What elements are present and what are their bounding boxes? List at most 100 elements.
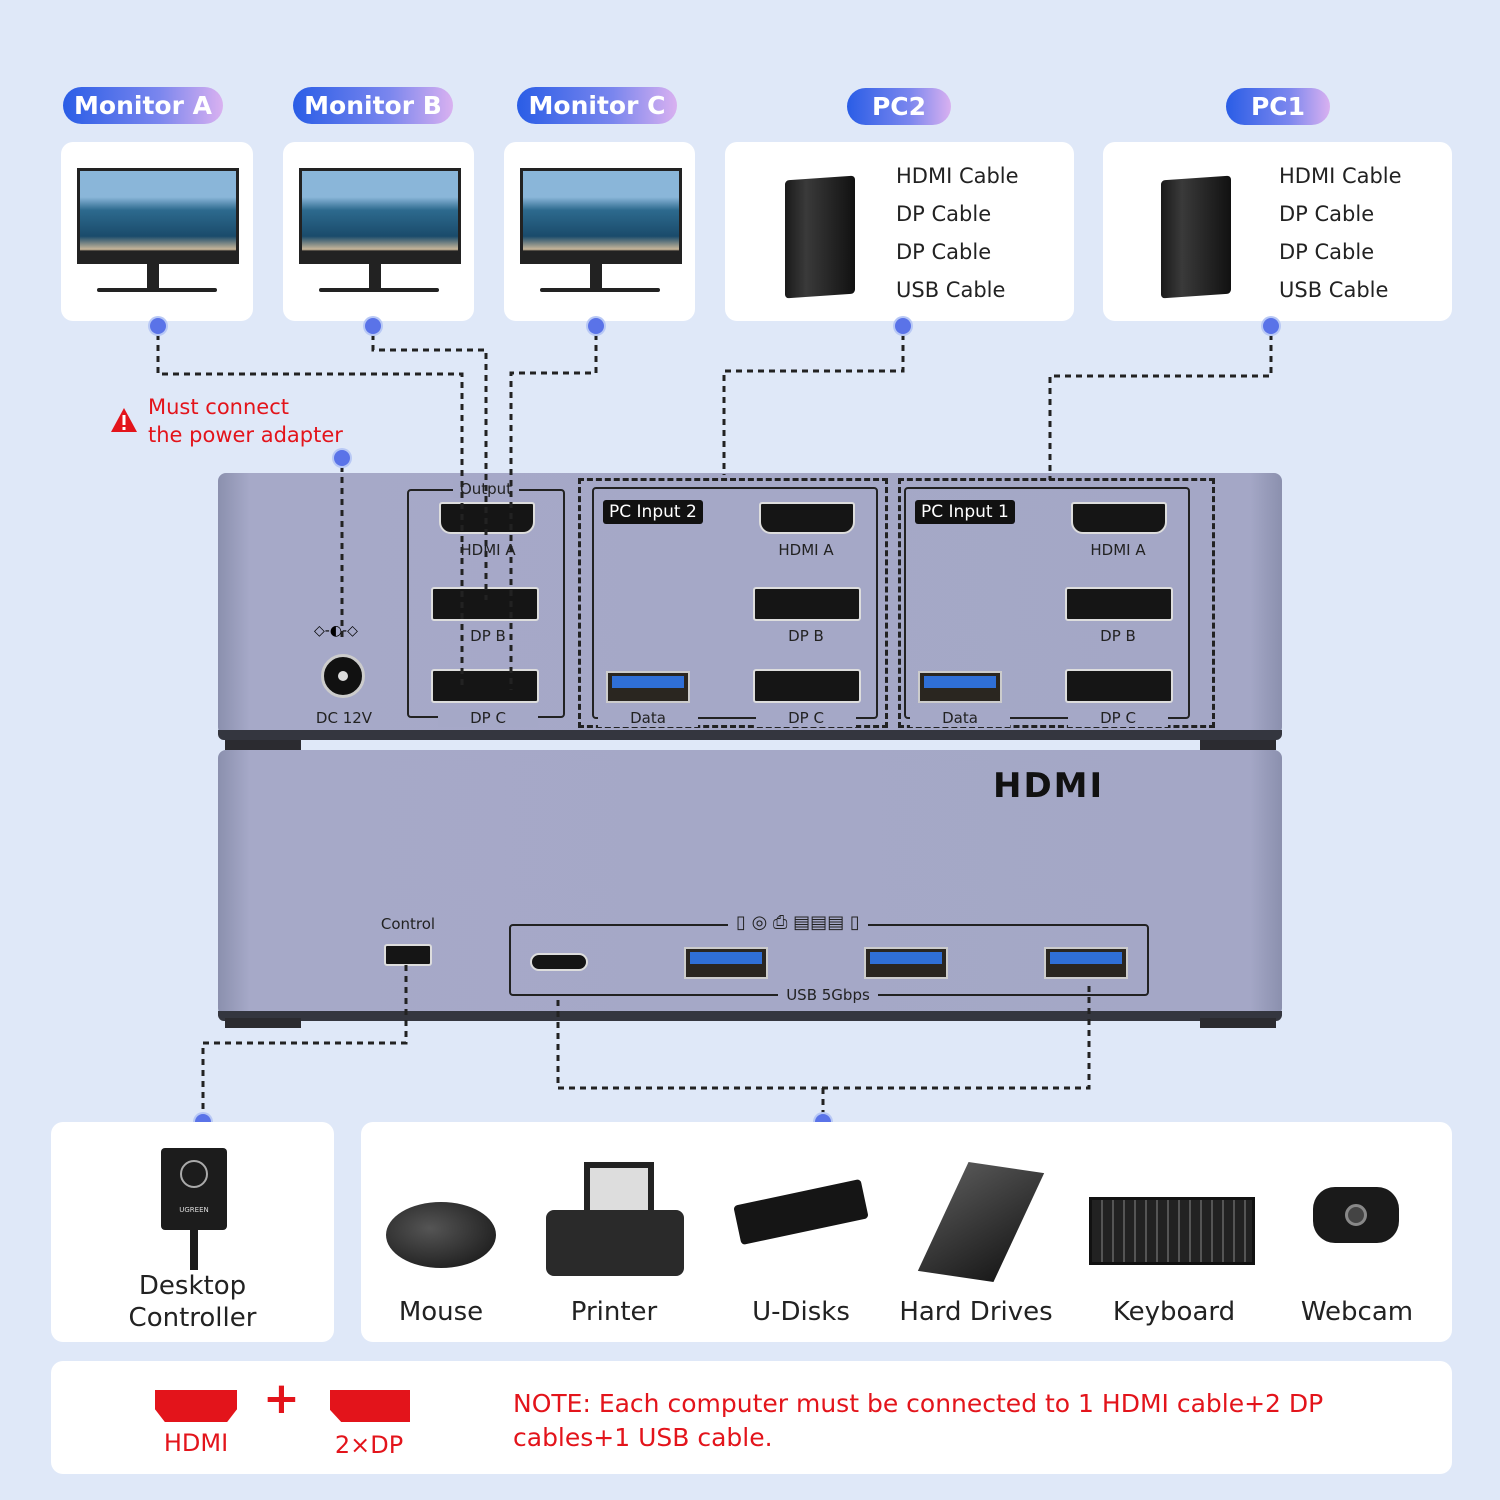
pc2-label: PC2 xyxy=(847,88,951,125)
pc1-dp-c-port[interactable] xyxy=(1065,669,1173,703)
keyboard-image xyxy=(1089,1197,1255,1265)
pc-input-1-group xyxy=(904,487,1190,719)
port-label: HDMI A xyxy=(778,541,834,559)
hard-drive-image xyxy=(917,1161,1045,1283)
keyboard-label: Keyboard xyxy=(1112,1297,1236,1327)
polarity-icon: ◇-◐-◇ xyxy=(314,623,358,639)
connection-dot xyxy=(150,318,166,334)
u-disks-label: U-Disks xyxy=(752,1297,850,1327)
foot xyxy=(225,1018,301,1028)
port-label: DP C xyxy=(438,709,538,727)
webcam-image xyxy=(1313,1187,1399,1243)
dc-label: DC 12V xyxy=(315,709,373,727)
port-label: Data xyxy=(910,709,1010,727)
monitor-image xyxy=(520,168,682,264)
control-label: Control xyxy=(380,915,436,933)
hard-drives-label: Hard Drives xyxy=(899,1297,1053,1327)
kvm-rear-panel: ◇-◐-◇ DC 12V Output HDMI A DP B DP C PC … xyxy=(218,473,1282,740)
output-dp-c-port[interactable] xyxy=(431,669,539,703)
pc-input-2-tag: PC Input 2 xyxy=(603,500,703,524)
mouse-label: Mouse xyxy=(398,1297,484,1327)
connection-dot xyxy=(588,318,604,334)
connection-dot xyxy=(365,318,381,334)
usb-a-port[interactable] xyxy=(864,947,948,979)
pc-input-1-tag: PC Input 1 xyxy=(915,500,1015,524)
connection-dot xyxy=(334,450,350,466)
printer-image xyxy=(546,1162,684,1280)
monitor-c-label: Monitor C xyxy=(517,87,677,124)
connection-dot xyxy=(895,318,911,334)
printer-label: Printer xyxy=(570,1297,658,1327)
pc1-cable-list: HDMI Cable DP Cable DP Cable USB Cable xyxy=(1279,164,1402,316)
cable-item: DP Cable xyxy=(896,202,992,226)
kvm-front-panel: HDMI Control ▯ ◎ ⎙ ▤▤▤ ▯ USB 5Gbps xyxy=(218,750,1282,1021)
pc2-dp-b-port[interactable] xyxy=(753,587,861,621)
port-label: DP C xyxy=(1068,709,1168,727)
hdmi-port-icon xyxy=(155,1390,237,1422)
warning-line-1: Must connect xyxy=(148,395,289,419)
dp-label: 2×DP xyxy=(334,1431,404,1459)
pc1-card: HDMI Cable DP Cable DP Cable USB Cable xyxy=(1103,142,1452,321)
pc2-usb-data-port[interactable] xyxy=(606,671,690,703)
desktop-controller-image: UGREEN xyxy=(161,1148,227,1230)
pc-input-2-group xyxy=(592,487,878,719)
cable-item: DP Cable xyxy=(1279,202,1375,226)
cable-item: DP Cable xyxy=(896,240,992,264)
monitor-c-card xyxy=(504,142,695,321)
usb-a-port[interactable] xyxy=(684,947,768,979)
usb-label: USB 5Gbps xyxy=(778,986,878,1004)
pc2-dp-c-port[interactable] xyxy=(753,669,861,703)
monitor-image xyxy=(77,168,239,264)
port-label: DP B xyxy=(1100,627,1136,645)
usb-a-port[interactable] xyxy=(1044,947,1128,979)
hdmi-logo: HDMI xyxy=(993,766,1105,806)
port-label: DP B xyxy=(788,627,824,645)
pc1-dp-b-port[interactable] xyxy=(1065,587,1173,621)
cable-item: HDMI Cable xyxy=(1279,164,1402,188)
peripheral-icons: ▯ ◎ ⎙ ▤▤▤ ▯ xyxy=(728,912,868,933)
note-text: NOTE: Each computer must be connected to… xyxy=(513,1389,1324,1452)
cable-item: USB Cable xyxy=(896,278,1006,302)
monitor-b-label: Monitor B xyxy=(293,87,453,124)
monitor-b-card xyxy=(283,142,474,321)
cable-item: DP Cable xyxy=(1279,240,1375,264)
port-label: DP B xyxy=(470,627,506,645)
connection-dot xyxy=(1263,318,1279,334)
monitor-image xyxy=(299,168,461,264)
power-warning: Must connect the power adapter xyxy=(148,393,343,449)
foot xyxy=(1200,1018,1276,1028)
pc1-label: PC1 xyxy=(1226,88,1330,125)
usb-drive-image xyxy=(733,1178,869,1246)
dc-power-port[interactable] xyxy=(321,654,365,698)
pc-input-1-zone xyxy=(898,478,1215,728)
plus-sign: + xyxy=(263,1373,300,1424)
mouse-image xyxy=(386,1202,496,1268)
control-port[interactable] xyxy=(384,944,432,966)
hdmi-label: HDMI xyxy=(163,1429,229,1457)
pc1-hdmi-port[interactable] xyxy=(1071,502,1167,534)
cable-item: USB Cable xyxy=(1279,278,1389,302)
warning-triangle-icon xyxy=(111,408,137,432)
peripherals-card: Mouse Printer U-Disks Hard Drives Keyboa… xyxy=(361,1122,1452,1342)
monitor-a-label: Monitor A xyxy=(63,87,223,124)
cable-item: HDMI Cable xyxy=(896,164,1019,188)
dp-port-icon xyxy=(330,1390,410,1422)
pc2-card: HDMI Cable DP Cable DP Cable USB Cable xyxy=(725,142,1074,321)
pc2-cable-list: HDMI Cable DP Cable DP Cable USB Cable xyxy=(896,164,1019,316)
port-label: Data xyxy=(598,709,698,727)
webcam-label: Webcam xyxy=(1300,1297,1414,1327)
port-label: HDMI A xyxy=(460,541,516,559)
foot xyxy=(1200,740,1276,750)
pc2-hdmi-port[interactable] xyxy=(759,502,855,534)
foot xyxy=(225,740,301,750)
monitor-a-card xyxy=(61,142,253,321)
pc1-usb-data-port[interactable] xyxy=(918,671,1002,703)
port-label: DP C xyxy=(756,709,856,727)
note-card: HDMI + 2×DP NOTE: Each computer must be … xyxy=(51,1361,1452,1474)
usb-c-port[interactable] xyxy=(530,953,588,971)
output-dp-b-port[interactable] xyxy=(431,587,539,621)
pc-input-2-zone xyxy=(578,478,888,728)
